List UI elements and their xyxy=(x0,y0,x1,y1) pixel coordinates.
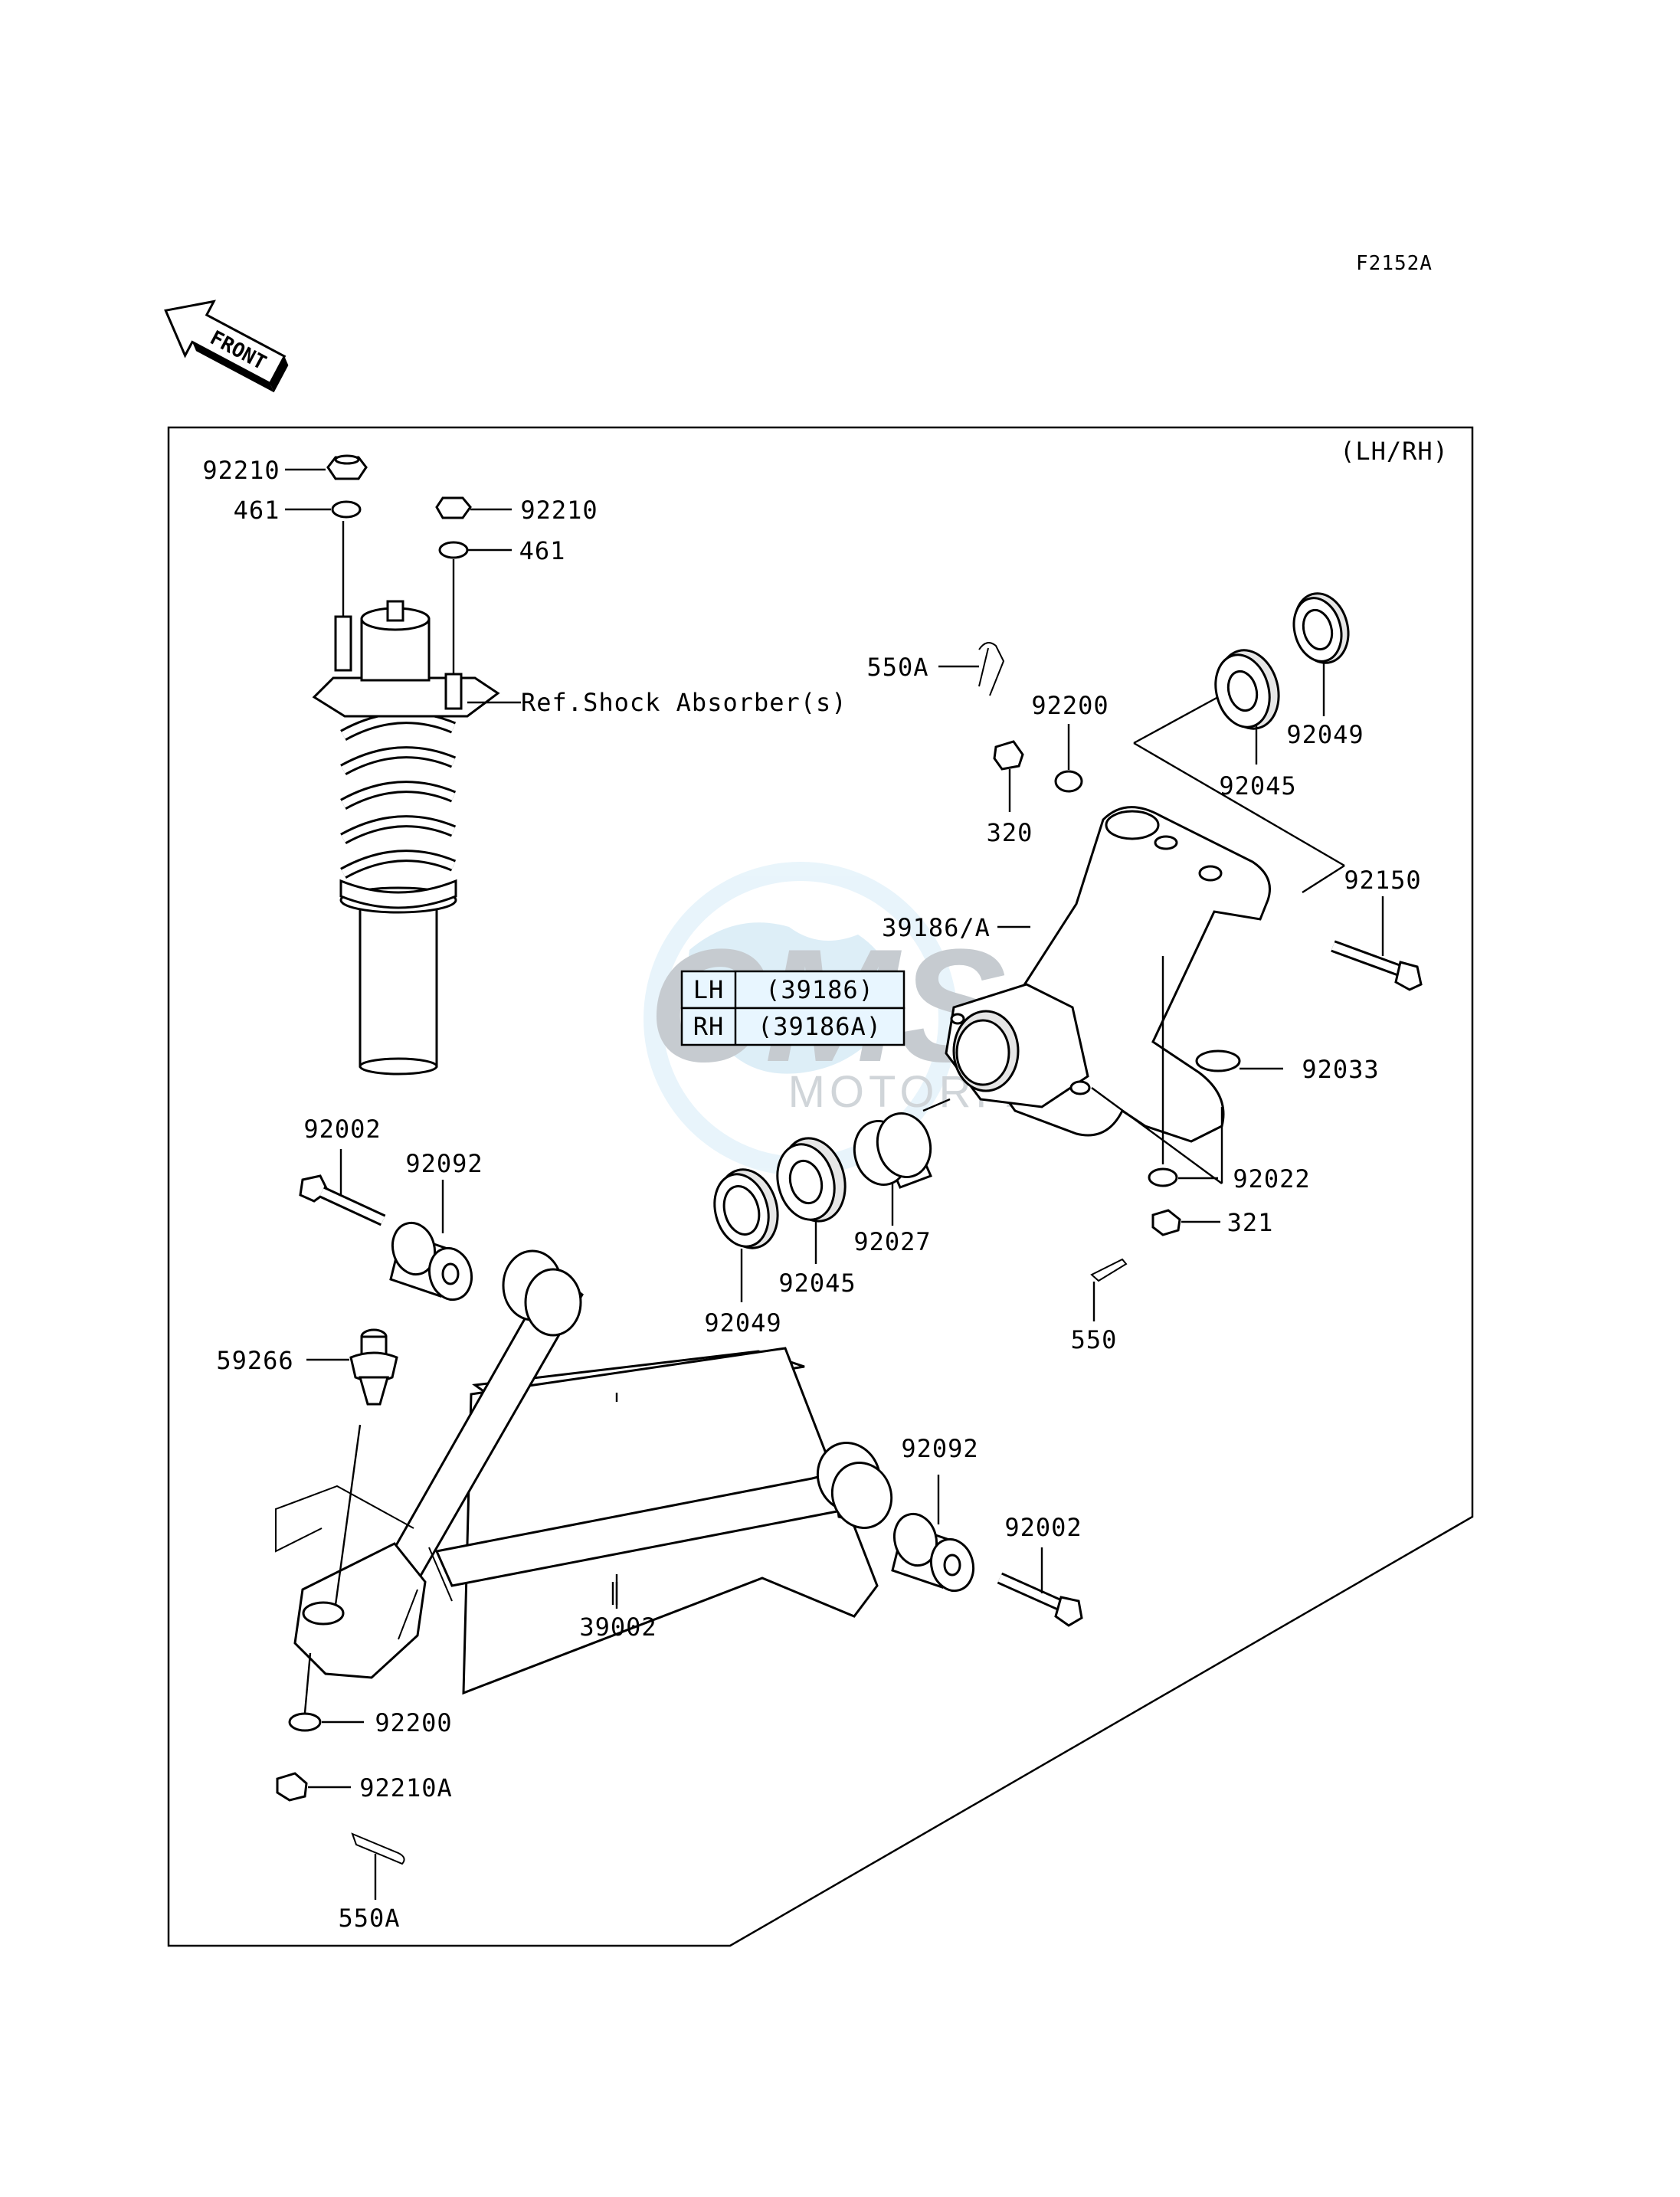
a-arm xyxy=(275,1249,893,1695)
variant-table-row-1 xyxy=(680,970,905,1010)
label-92200-bottom: 92200 xyxy=(375,1708,452,1737)
label-92002-left: 92002 xyxy=(303,1115,381,1144)
label-92027: 92027 xyxy=(853,1227,931,1256)
variant-rh-part: (39186A) xyxy=(758,1012,882,1041)
label-92033: 92033 xyxy=(1302,1055,1379,1084)
label-321: 321 xyxy=(1227,1208,1274,1237)
label-92210-top-mid: 92210 xyxy=(520,496,598,525)
ball-joint-icon xyxy=(349,1328,398,1406)
flange-bolt-icon xyxy=(299,1174,386,1226)
variant-lh-side: LH xyxy=(693,975,725,1004)
hex-nut-icon xyxy=(326,454,368,480)
label-92092-right: 92092 xyxy=(901,1434,978,1463)
label-92200-upper: 92200 xyxy=(1031,691,1109,720)
label-92045-upper: 92045 xyxy=(1219,771,1296,801)
front-arrow-icon: FRONT xyxy=(164,300,289,393)
label-550A-upper: 550A xyxy=(866,653,928,682)
lock-washer-icon xyxy=(438,541,469,559)
cotter-pin-icon xyxy=(1090,1258,1128,1282)
circlip-icon xyxy=(1195,1049,1241,1072)
castle-nut-icon xyxy=(1151,1209,1181,1236)
flat-washer-icon xyxy=(288,1712,322,1732)
label-550: 550 xyxy=(1071,1325,1118,1354)
label-92049-lower: 92049 xyxy=(704,1308,781,1338)
label-39002: 39002 xyxy=(579,1613,657,1642)
bushing-icon xyxy=(891,1512,975,1593)
steering-knuckle xyxy=(945,806,1271,1143)
figure-code: F2152A xyxy=(1356,252,1433,275)
variant-table: LH (39186) RH (39186A) xyxy=(680,970,905,1046)
oil-seal-icon xyxy=(713,1168,779,1249)
label-461-top-mid: 461 xyxy=(519,536,566,565)
label-92210A: 92210A xyxy=(359,1773,453,1802)
oil-seal-icon xyxy=(1292,592,1350,664)
label-59266: 59266 xyxy=(216,1346,293,1375)
label-39186-A: 39186/A xyxy=(882,913,991,942)
variant-lh-part: (39186) xyxy=(765,975,874,1004)
label-461-top-left: 461 xyxy=(234,496,280,525)
label-92022: 92022 xyxy=(1233,1164,1310,1193)
hex-nut-icon xyxy=(435,496,472,519)
diagram-frame xyxy=(167,426,1474,1947)
label-550A-bottom: 550A xyxy=(338,1904,400,1933)
shock-absorber xyxy=(312,600,500,1076)
castle-nut-icon xyxy=(276,1772,308,1802)
bushing-icon xyxy=(389,1221,473,1302)
cotter-pin-icon xyxy=(978,642,1005,696)
spacer-icon xyxy=(853,1112,933,1189)
label-92210-top-left: 92210 xyxy=(202,456,280,485)
bearing-icon xyxy=(776,1137,847,1223)
variant-table-row-2 xyxy=(680,1007,905,1046)
cotter-pin-icon xyxy=(351,1832,405,1865)
label-92045-lower: 92045 xyxy=(778,1269,856,1298)
flat-washer-icon xyxy=(1148,1167,1178,1187)
lock-washer-icon xyxy=(331,500,362,519)
castle-nut-icon xyxy=(993,740,1024,771)
label-320: 320 xyxy=(987,818,1033,847)
flange-bolt-icon xyxy=(1331,940,1423,991)
label-92150: 92150 xyxy=(1344,866,1421,895)
flange-bolt-icon xyxy=(997,1572,1083,1627)
bearing-icon xyxy=(1214,649,1280,730)
flat-washer-icon xyxy=(1054,770,1083,793)
reference-note: Ref.Shock Absorber(s) xyxy=(521,688,847,717)
label-92092-left: 92092 xyxy=(405,1149,483,1178)
side-note: (LH/RH) xyxy=(1340,437,1449,466)
label-92049-upper: 92049 xyxy=(1286,720,1364,749)
label-92002-right: 92002 xyxy=(1004,1513,1082,1542)
variant-rh-side: RH xyxy=(693,1012,725,1041)
